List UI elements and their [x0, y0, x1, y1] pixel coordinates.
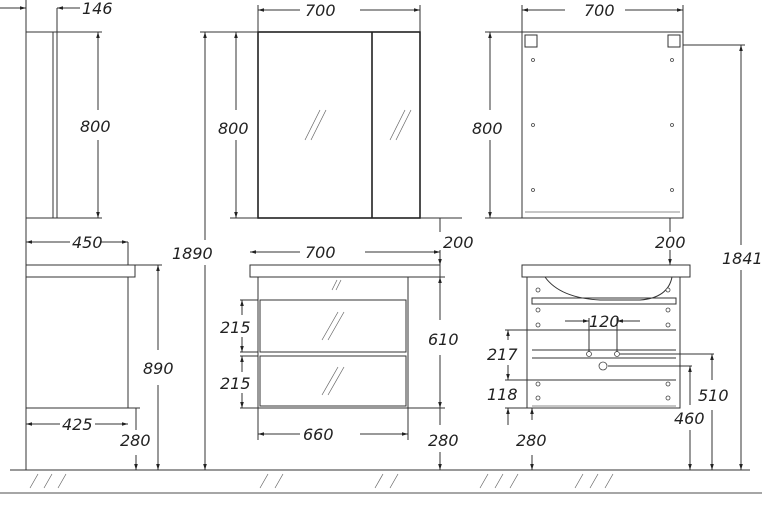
- bottom-drawer: [259, 355, 407, 407]
- basin-outline: [544, 276, 673, 301]
- dim-front-gap: 200: [443, 233, 474, 252]
- rear-view: 700 800 200 1841 120 217 118 280 510 460: [472, 1, 762, 470]
- dim-vanity-top-depth: 450: [72, 233, 103, 252]
- floor-line: [0, 469, 762, 494]
- dim-rear-mirror-width: 700: [584, 1, 615, 20]
- side-view: 146 800 450 890 425 280: [0, 0, 174, 470]
- dim-total-height: 1890: [172, 244, 213, 263]
- front-countertop: [249, 264, 441, 278]
- drain-outlet: [598, 361, 608, 371]
- rear-vanity-body: [526, 276, 681, 409]
- dim-front-mirror-height: 800: [218, 119, 249, 138]
- side-vanity-body: [25, 276, 129, 409]
- rear-countertop: [521, 264, 691, 278]
- dim-rear-mirror-height: 800: [472, 119, 503, 138]
- dim-bottom-drawer: 215: [220, 374, 251, 393]
- dim-mirror-depth: 146: [82, 0, 113, 18]
- dim-side-mirror-height: 800: [80, 117, 111, 136]
- dim-side-leg-height: 280: [120, 431, 151, 450]
- dim-front-vanity-width: 700: [305, 243, 336, 262]
- dim-rear-gap: 200: [655, 233, 686, 252]
- dim-front-leg-height: 280: [428, 431, 459, 450]
- dim-vanity-body-depth: 425: [62, 415, 93, 434]
- water-inlet-left: [586, 351, 592, 357]
- dim-water-height: 510: [698, 386, 729, 405]
- dim-vanity-height: 890: [143, 359, 174, 378]
- dim-bottom-offset: 118: [487, 385, 518, 404]
- dim-rear-leg-height: 280: [516, 431, 547, 450]
- rear-mirror-cabinet: [521, 31, 684, 219]
- mounting-bracket-icon: [524, 34, 681, 48]
- top-drawer: [259, 299, 407, 353]
- side-mirror-cabinet: [25, 31, 58, 219]
- dim-pipe-spacing: 120: [589, 312, 620, 331]
- front-view: 700 800 1890 200 700 215 215 610 660 280: [172, 1, 474, 470]
- dim-front-mirror-width: 700: [305, 1, 336, 20]
- dim-top-drawer: 215: [220, 318, 251, 337]
- front-vanity-body: [257, 276, 409, 409]
- dim-rear-total-height: 1841: [722, 249, 762, 268]
- front-mirror-cabinet: [257, 31, 421, 219]
- dim-drain-height: 460: [674, 409, 705, 428]
- side-countertop: [25, 264, 136, 278]
- dim-vanity-body-width: 660: [303, 425, 334, 444]
- water-inlet-right: [614, 351, 620, 357]
- dim-vanity-body-height: 610: [428, 330, 459, 349]
- dim-drain-offset: 217: [487, 345, 518, 364]
